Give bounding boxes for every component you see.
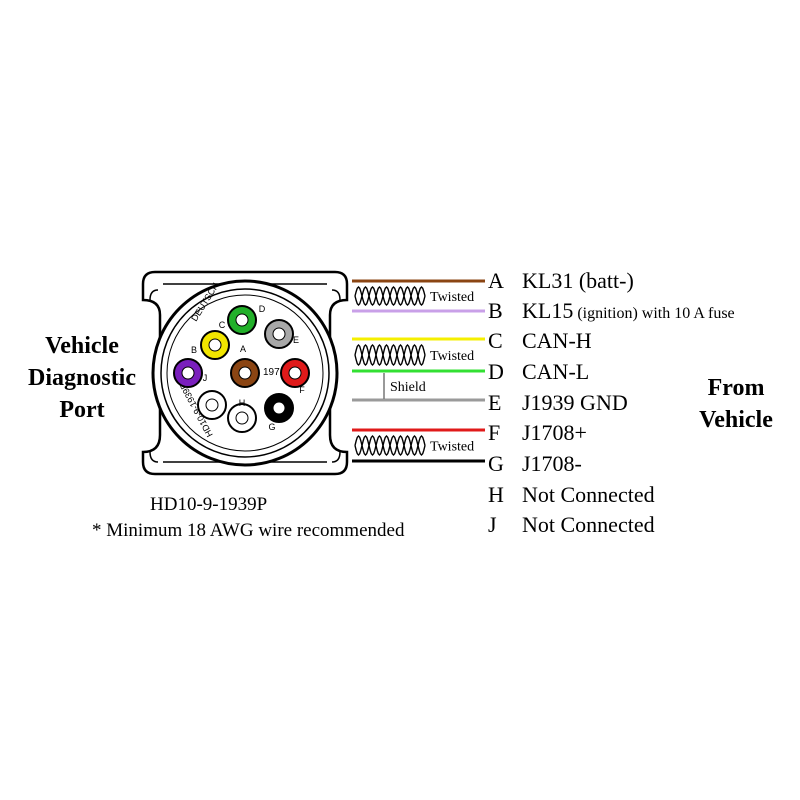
pin-j: J [197, 373, 227, 420]
pin-e: E [264, 319, 299, 349]
left-label-line-3: Port [59, 397, 105, 423]
pinout-letter: G [488, 451, 504, 476]
pinout-letter: F [488, 420, 501, 445]
right-label-line-2: Vehicle [699, 407, 773, 433]
pin-g: G [264, 393, 294, 432]
pin-label-d: D [259, 304, 266, 314]
vehicle-diagnostic-port-label: Vehicle Diagnostic Port [14, 330, 150, 426]
pin-label-f: F [299, 385, 305, 395]
pin-b: B [173, 345, 203, 388]
twisted-pair-symbol-1: Twisted [354, 286, 474, 306]
pinout-letter: B [488, 298, 503, 323]
connector-model-caption: HD10-9-1939P [150, 494, 268, 515]
pinout-letter: C [488, 328, 503, 353]
from-vehicle-label: From Vehicle [676, 372, 796, 436]
connector-pins: A B C D E F G H J [173, 304, 310, 433]
pin-c: C [200, 320, 230, 360]
right-label-line-1: From [707, 375, 765, 401]
pinout-label: CAN-H [522, 328, 592, 353]
pinout-row-d: D CAN-L [488, 360, 589, 384]
pin-label-c: C [219, 320, 226, 330]
pinout-label: CAN-L [522, 359, 590, 384]
pinout-row-f: F J1708+ [488, 421, 587, 445]
twisted-label: Twisted [430, 440, 474, 455]
pin-a: A [230, 344, 260, 388]
pinout-letter: A [488, 268, 504, 293]
pinout-letter: E [488, 390, 502, 415]
shield-symbol: Shield [383, 373, 426, 399]
wire-lines [352, 279, 485, 463]
pinout-row-a: A KL31 (batt-) [488, 269, 634, 293]
pinout-label: Not Connected [522, 512, 655, 537]
pin-label-b: B [191, 345, 197, 355]
twisted-label: Twisted [430, 349, 474, 364]
twisted-label: Twisted [430, 290, 474, 305]
pin-h: H [227, 398, 257, 433]
pinout-row-g: G J1708- [488, 452, 582, 476]
pinout-label: KL31 (batt-) [522, 268, 634, 293]
pinout-label: J1708- [522, 451, 582, 476]
pinout-label: KL15 [522, 298, 574, 323]
pinout-row-b: B KL15 (ignition) with 10 A fuse [488, 299, 735, 326]
left-label-line-2: Diagnostic [28, 365, 136, 391]
pin-label-j: J [203, 373, 208, 383]
pin-label-e: E [293, 335, 299, 345]
pin-label-a: A [240, 344, 246, 354]
pin-d: D [227, 304, 266, 335]
pinout-label: J1939 GND [522, 390, 628, 415]
pinout-letter: D [488, 359, 504, 384]
twisted-pair-symbol-2: Twisted [354, 343, 474, 367]
wire-gauge-note: * Minimum 18 AWG wire recommended [92, 520, 405, 541]
connector-year-text: 197 [263, 367, 280, 378]
pinout-row-e: E J1939 GND [488, 391, 628, 415]
pinout-label: Not Connected [522, 482, 655, 507]
pinout-label-extra: (ignition) with 10 A fuse [573, 305, 735, 322]
pinout-row-c: C CAN-H [488, 329, 592, 353]
pinout-label: J1708+ [522, 420, 587, 445]
left-label-line-1: Vehicle [45, 333, 119, 359]
pinout-letter: J [488, 512, 497, 537]
pin-f: F [280, 358, 310, 395]
pin-label-h: H [239, 398, 246, 408]
pinout-letter: H [488, 482, 504, 507]
pin-label-g: G [268, 422, 275, 432]
twisted-pair-symbol-3: Twisted [354, 434, 474, 457]
shield-label: Shield [390, 380, 426, 395]
pinout-row-j: J Not Connected [488, 513, 655, 537]
pinout-row-h: H Not Connected [488, 483, 655, 507]
